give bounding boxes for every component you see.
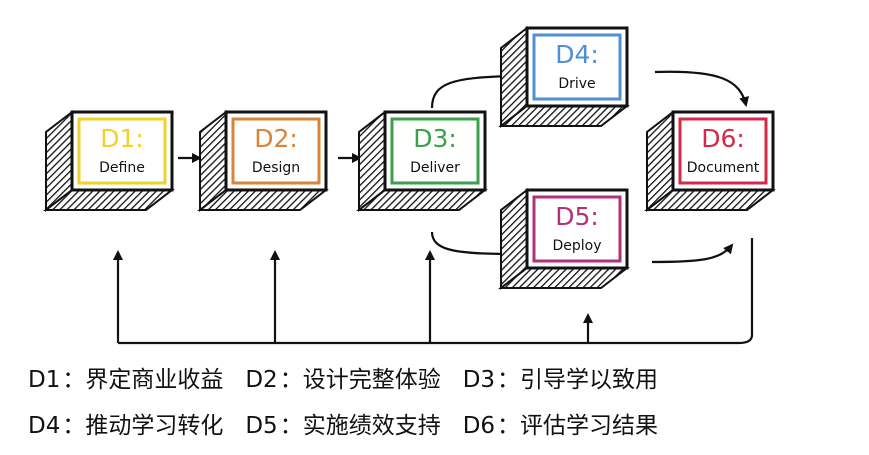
box-name-label: Design — [252, 160, 300, 176]
box-front-face — [383, 110, 487, 192]
feedback-loop-line — [118, 238, 754, 345]
arrow-d4-d6 — [654, 70, 749, 107]
arrow-d3-d4 — [430, 71, 510, 109]
legend-code: D2 — [245, 367, 278, 393]
six-d-diagram: D1:DefineD2:DesignD3:DeliverD4:DriveD5:D… — [43, 25, 776, 345]
arrow-d3-d5 — [430, 231, 512, 259]
box-inner-frame — [532, 33, 622, 101]
box-inner-frame — [390, 117, 480, 185]
connector-arrows — [113, 70, 754, 345]
box-front-face — [525, 188, 629, 270]
box-front-face — [70, 110, 174, 192]
box-code-label: D2: — [254, 124, 298, 153]
box-code-label: D3: — [413, 124, 457, 153]
box-front-face — [224, 110, 328, 192]
legend-item-d3: D3：引导学以致用 — [463, 366, 658, 394]
box-code-label: D4: — [555, 40, 599, 69]
legend-sep: ： — [497, 413, 521, 439]
legend-code: D1 — [28, 367, 61, 393]
box-d1: D1: Define — [43, 109, 175, 213]
legend-text: 评估学习结果 — [520, 413, 659, 439]
legend-item-d4: D4：推动学习转化 — [28, 412, 223, 440]
box-front-face — [525, 26, 629, 108]
box-name-label: Drive — [558, 76, 595, 92]
box-name-label: Document — [687, 160, 760, 176]
legend-sep: ： — [497, 367, 521, 393]
box-name-label: Deploy — [552, 238, 601, 254]
legend-item-d2: D2：设计完整体验 — [245, 366, 440, 394]
box-d3: D3: Deliver — [356, 109, 488, 213]
legend-sep: ： — [62, 413, 86, 439]
boxes-layer: D1:DefineD2:DesignD3:DeliverD4:DriveD5:D… — [43, 25, 776, 291]
legend-item-d1: D1：界定商业收益 — [28, 366, 223, 394]
legend-sep: ： — [279, 367, 303, 393]
legend-sep: ： — [279, 413, 303, 439]
legend-text: 界定商业收益 — [85, 367, 224, 393]
box-code-label: D5: — [555, 202, 599, 231]
box-code-label: D6: — [701, 124, 745, 153]
legend-code: D6 — [462, 413, 496, 439]
arrow-d5-d6 — [651, 243, 734, 264]
box-d6: D6: Document — [644, 109, 776, 213]
box-inner-frame — [231, 117, 321, 185]
box-name-label: Define — [99, 160, 145, 176]
legend-item-d6: D6：评估学习结果 — [463, 412, 658, 440]
legend-text: 设计完整体验 — [302, 367, 441, 393]
box-inner-frame — [532, 195, 622, 263]
box-name-label: Deliver — [410, 160, 460, 176]
legend-sep: ： — [62, 367, 86, 393]
box-d4: D4: Drive — [498, 25, 630, 129]
legend-text: 推动学习转化 — [85, 413, 224, 439]
legend-code: D4 — [28, 413, 61, 439]
box-inner-frame — [678, 117, 768, 185]
box-d2: D2: Design — [197, 109, 329, 213]
legend-text: 引导学以致用 — [520, 367, 659, 393]
box-code-label: D1: — [100, 124, 144, 153]
box-inner-frame — [77, 117, 167, 185]
box-front-face — [671, 110, 775, 192]
legend-code: D5 — [245, 413, 278, 439]
legend-code: D3 — [462, 367, 496, 393]
legend-item-d5: D5：实施绩效支持 — [245, 412, 440, 440]
box-d5: D5: Deploy — [498, 187, 630, 291]
legend-text: 实施绩效支持 — [302, 413, 441, 439]
